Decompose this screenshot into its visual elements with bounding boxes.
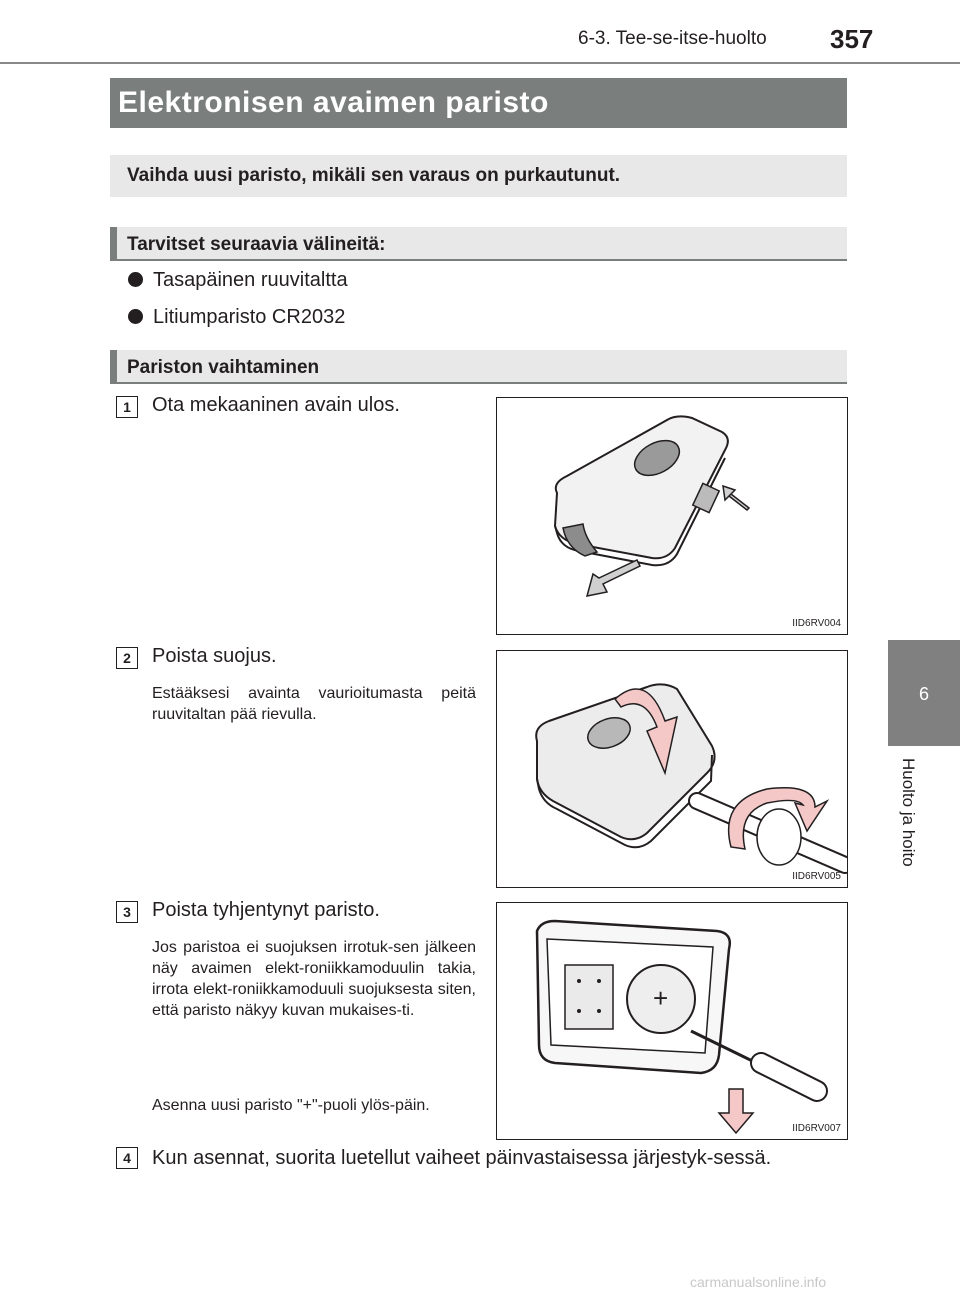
list-item-text: Tasapäinen ruuvitaltta <box>153 269 348 291</box>
step-note: Jos paristoa ei suojuksen irrotuk-sen jä… <box>152 939 476 1019</box>
key-fob-illustration <box>553 415 751 597</box>
intro-text: Vaihda uusi paristo, mikäli sen varaus o… <box>127 165 621 186</box>
step-note: Asenna uusi paristo "+"-puoli ylös-päin. <box>152 1097 430 1114</box>
tools-heading-box <box>110 227 847 261</box>
chapter-tab <box>888 640 960 746</box>
tools-heading: Tarvitset seuraavia välineitä: <box>127 234 386 255</box>
image-code: IID6RV007 <box>792 1123 841 1134</box>
illustration-remove-key: IID6RV004 <box>496 397 848 635</box>
cover-removal-illustration <box>535 683 854 874</box>
step-text: Ota mekaaninen avain ulos. <box>152 394 400 416</box>
intro-box <box>110 155 847 197</box>
step-number: 4 <box>116 1147 138 1169</box>
bullet-icon <box>128 272 143 287</box>
step-number: 1 <box>116 396 138 418</box>
page-number: 357 <box>830 24 874 54</box>
step-note: Estääksesi avainta vaurioitumasta peitä … <box>152 685 476 723</box>
step-number: 2 <box>116 647 138 669</box>
illustration-remove-battery: + IID6RV007 <box>496 902 848 1140</box>
replacement-heading-accent <box>110 350 117 384</box>
replacement-heading: Pariston vaihtaminen <box>127 357 320 378</box>
list-item-text: Litiumparisto CR2032 <box>153 306 346 328</box>
step-text: Poista tyhjentynyt paristo. <box>152 899 380 921</box>
header-rule <box>0 62 960 64</box>
image-code: IID6RV004 <box>792 618 841 629</box>
battery-removal-illustration: + <box>535 919 828 1135</box>
chapter-number: 6 <box>918 684 929 704</box>
title-bar <box>110 78 847 128</box>
step-text: Kun asennat, suorita luetellut vaiheet p… <box>152 1147 772 1169</box>
bullet-icon <box>128 309 143 324</box>
list-item: Tasapäinen ruuvitaltta <box>128 269 348 292</box>
plus-icon: + <box>653 983 668 1013</box>
image-code: IID6RV005 <box>792 871 841 882</box>
step-text: Poista suojus. <box>152 645 277 667</box>
page-title: Elektronisen avaimen paristo <box>118 86 549 119</box>
step-number: 3 <box>116 901 138 923</box>
list-item: Litiumparisto CR2032 <box>128 306 345 329</box>
illustration-remove-cover: IID6RV005 <box>496 650 854 888</box>
tools-heading-accent <box>110 227 117 261</box>
watermark: carmanualsonline.info <box>690 1274 827 1290</box>
replacement-heading-box <box>110 350 847 384</box>
chapter-title: Huolto ja hoito <box>899 758 918 867</box>
section-title: 6-3. Tee-se-itse-huolto <box>578 28 767 49</box>
